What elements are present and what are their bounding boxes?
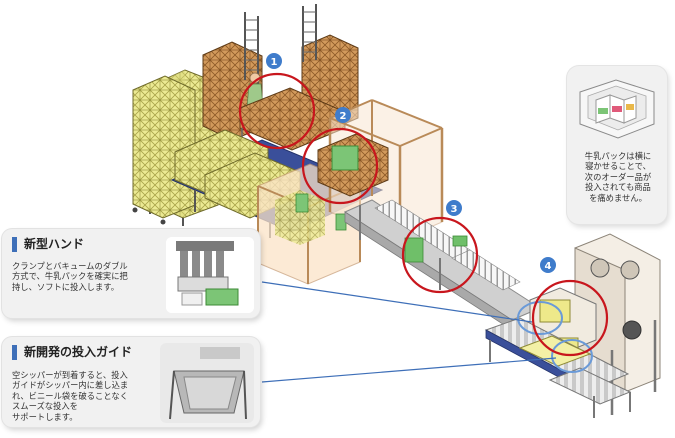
milk-carton-note: 牛乳パックは横に 寝かせることで、 次のオーダー品が 投入されても商品 を痛めま… [567,66,667,224]
svg-text:1: 1 [271,57,278,68]
milk-carton-note-text: 牛乳パックは横に 寝かせることで、 次のオーダー品が 投入されても商品 を痛めま… [584,151,652,203]
step-badge-3: 3 [446,200,462,216]
guide-connector-line [261,357,557,383]
step-badge-1: 1 [266,53,282,69]
robot-hand-image [166,237,254,313]
svg-text:4: 4 [545,261,552,272]
step-badge-2: 2 [335,107,351,123]
hand-connector-line [261,281,533,323]
new-hand-photo [166,237,254,313]
highlight-circle-2 [301,127,379,205]
milk-carton-crate-image [579,79,655,139]
new-hand-description: クランプとバキュームのダブル 方式で、牛乳パックを確実に把 持し、ソフトに投入し… [12,261,128,292]
hand-focus-circle [517,301,563,335]
carton-conveyor [343,199,542,331]
new-hand-callout: 新型ハンド クランプとバキュームのダブル 方式で、牛乳パックを確実に把 持し、ソ… [2,229,260,318]
step-badge-4: 4 [540,257,556,273]
input-guide-photo [160,343,254,423]
highlight-circle-3 [401,216,479,294]
input-guide-callout: 新開発の投入ガイド 空シッパーが到着すると、投入 ガイドがシッパー内に差し込ま … [2,337,260,427]
highlight-circle-1 [238,72,316,150]
input-guide-image [160,343,254,423]
svg-text:2: 2 [340,111,347,122]
input-guide-title: 新開発の投入ガイド [12,345,132,360]
input-guide-description: 空シッパーが到着すると、投入 ガイドがシッパー内に差し込ま れ、ビニール袋を破る… [12,370,129,422]
highlight-circle-4 [531,279,609,357]
guide-focus-circle [551,339,593,373]
svg-text:3: 3 [451,204,458,215]
robot-cell-frame [295,99,444,241]
new-hand-title: 新型ハンド [12,237,84,252]
